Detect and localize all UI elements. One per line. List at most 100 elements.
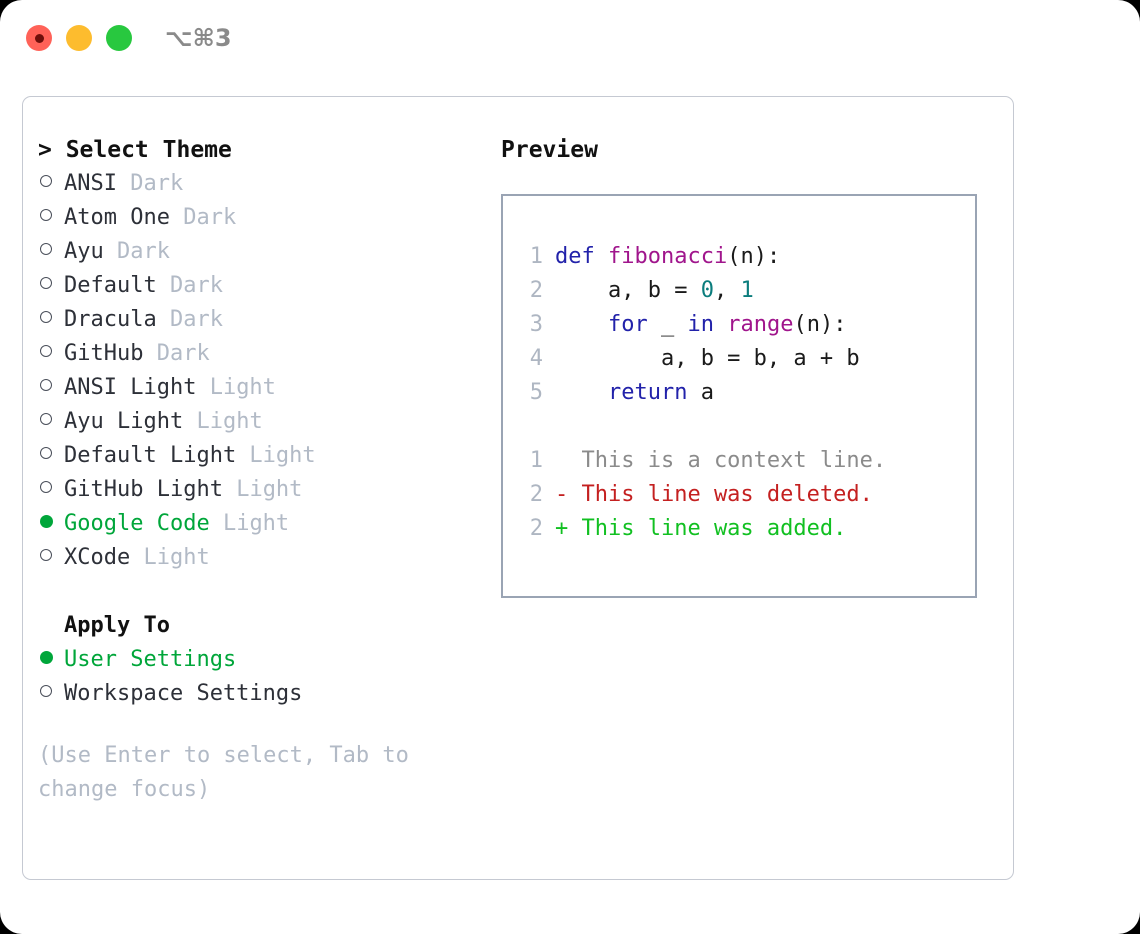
theme-option-7[interactable]: Ayu Light Light bbox=[38, 405, 478, 439]
theme-option-variant-label: Light bbox=[236, 443, 316, 468]
code-token: a, b = b, a + b bbox=[555, 346, 860, 371]
theme-option-3[interactable]: Default Dark bbox=[38, 269, 478, 303]
theme-option-name: Default bbox=[64, 273, 157, 298]
code-token: , bbox=[713, 278, 741, 303]
theme-option-name: Ayu bbox=[64, 239, 104, 264]
radio-shape bbox=[40, 515, 53, 528]
theme-option-variant-label: Light bbox=[130, 545, 210, 570]
minimize-window-icon[interactable] bbox=[66, 25, 92, 51]
code-token: a bbox=[687, 380, 714, 405]
theme-option-name: Default Light bbox=[64, 443, 237, 468]
close-window-icon[interactable] bbox=[26, 25, 52, 51]
theme-option-1[interactable]: Atom One Dark bbox=[38, 201, 478, 235]
theme-option-6[interactable]: ANSI Light Light bbox=[38, 371, 478, 405]
theme-option-variant-label: Dark bbox=[169, 205, 237, 230]
theme-option-variant-label: Light bbox=[183, 409, 263, 434]
theme-option-2[interactable]: Ayu Dark bbox=[38, 235, 478, 269]
code-token: in bbox=[687, 312, 714, 337]
theme-option-9[interactable]: GitHub Light Light bbox=[38, 473, 478, 507]
code-token bbox=[595, 244, 608, 269]
code-token: 0 bbox=[700, 278, 714, 303]
select-theme-heading: > Select Theme bbox=[38, 137, 232, 163]
keyboard-hint-text: (Use Enter to select, Tab to change focu… bbox=[38, 743, 423, 802]
code-token bbox=[555, 380, 608, 405]
radio-shape bbox=[40, 651, 53, 664]
theme-option-10[interactable]: Google Code Light bbox=[38, 507, 478, 541]
theme-option-variant-label: Dark bbox=[156, 273, 223, 298]
diff-line-text: - This line was deleted. bbox=[555, 482, 873, 507]
theme-option-8[interactable]: Default Light Light bbox=[38, 439, 478, 473]
radio-shape bbox=[40, 481, 52, 493]
theme-option-variant-label: Light bbox=[209, 511, 290, 536]
theme-option-5[interactable]: GitHub Dark bbox=[38, 337, 478, 371]
radio-shape bbox=[40, 379, 52, 391]
theme-option-variant-label: Dark bbox=[116, 171, 184, 196]
keyboard-shortcut-label: ⌥⌘3 bbox=[165, 24, 232, 52]
diff-line-number: 1 bbox=[529, 448, 543, 473]
code-line-number: 2 bbox=[529, 278, 543, 303]
theme-option-variant-label: Dark bbox=[156, 307, 223, 332]
radio-shape bbox=[40, 209, 52, 221]
code-line: 3 for _ in range(n): bbox=[521, 308, 886, 342]
code-line: 5 return a bbox=[521, 376, 886, 410]
theme-option-variant-label: Dark bbox=[143, 341, 210, 366]
apply-to-option-name: Workspace Settings bbox=[64, 681, 303, 706]
code-token: def bbox=[555, 244, 595, 269]
theme-option-variant-label: Light bbox=[196, 375, 276, 400]
radio-shape bbox=[40, 243, 52, 255]
theme-option-name: Atom One bbox=[64, 205, 170, 230]
maximize-window-icon[interactable] bbox=[106, 25, 132, 51]
radio-shape bbox=[40, 413, 52, 425]
radio-shape bbox=[40, 311, 52, 323]
code-line-number: 1 bbox=[529, 244, 543, 269]
theme-option-name: Google Code bbox=[64, 511, 210, 536]
radio-shape bbox=[40, 345, 52, 357]
code-token bbox=[555, 312, 608, 337]
code-token: range bbox=[727, 312, 794, 337]
code-line: 2 a, b = 0, 1 bbox=[521, 274, 886, 308]
code-line-number: 5 bbox=[529, 380, 543, 405]
code-token: (n): bbox=[793, 312, 847, 337]
theme-option-name: ANSI Light bbox=[64, 375, 197, 400]
diff-line-number: 2 bbox=[529, 516, 543, 541]
code-line: 1 def fibonacci(n): bbox=[521, 240, 886, 274]
theme-option-name: Dracula bbox=[64, 307, 157, 332]
theme-option-name: XCode bbox=[64, 545, 131, 570]
code-token bbox=[714, 312, 727, 337]
radio-shape bbox=[40, 175, 52, 187]
radio-shape bbox=[40, 277, 52, 289]
radio-shape bbox=[40, 447, 52, 459]
code-token: (n): bbox=[727, 244, 781, 269]
code-line: 4 a, b = b, a + b bbox=[521, 342, 886, 376]
apply-to-option-1[interactable]: Workspace Settings bbox=[38, 677, 478, 711]
code-token: return bbox=[607, 380, 688, 405]
theme-option-0[interactable]: ANSI Dark bbox=[38, 167, 478, 201]
theme-option-variant-label: Dark bbox=[103, 239, 170, 264]
diff-line: 2 - This line was deleted. bbox=[521, 478, 886, 512]
theme-option-name: GitHub bbox=[64, 341, 144, 366]
diff-line-number: 2 bbox=[529, 482, 543, 507]
theme-option-variant-label: Light bbox=[222, 477, 303, 502]
list-spacer bbox=[38, 575, 478, 609]
radio-shape bbox=[40, 549, 52, 561]
apply-to-heading: Apply To bbox=[64, 613, 170, 638]
diff-line-text: This is a context line. bbox=[555, 448, 887, 473]
code-token: 1 bbox=[740, 278, 754, 303]
theme-option-name: Ayu Light bbox=[64, 409, 184, 434]
code-token: for bbox=[607, 312, 648, 337]
apply-to-option-0[interactable]: User Settings bbox=[38, 643, 478, 677]
code-token: a, b = bbox=[555, 278, 701, 303]
theme-option-11[interactable]: XCode Light bbox=[38, 541, 478, 575]
code-line-number: 4 bbox=[529, 346, 543, 371]
apply-to-option-name: User Settings bbox=[64, 647, 237, 672]
title-bar: ⌥⌘3 bbox=[0, 0, 1140, 78]
code-token: fibonacci bbox=[608, 244, 728, 269]
preview-separator bbox=[521, 410, 886, 444]
theme-option-4[interactable]: Dracula Dark bbox=[38, 303, 478, 337]
